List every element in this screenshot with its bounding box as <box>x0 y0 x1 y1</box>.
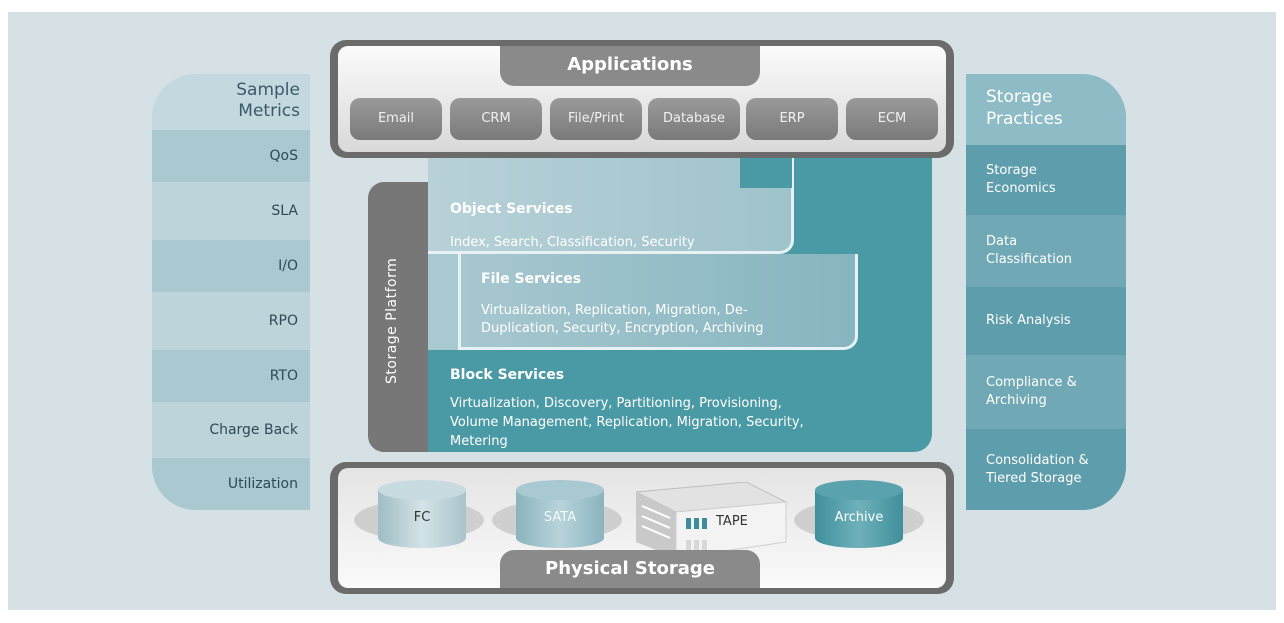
metric-utilization: Utilization <box>152 458 310 510</box>
object-services-extension <box>428 254 458 350</box>
practice-line: Consolidation & <box>986 452 1089 468</box>
practice-line: Storage <box>986 163 1037 178</box>
metric-label: I/O <box>278 258 298 274</box>
block-services-desc-line3: Metering <box>450 434 508 449</box>
file-services-panel <box>458 254 858 350</box>
metric-label: Charge Back <box>209 422 298 438</box>
practice-line: Tiered Storage <box>986 470 1082 486</box>
applications-title: Applications <box>500 46 760 86</box>
metric-label: Utilization <box>227 476 298 492</box>
storage-platform-label: Storage Platform <box>384 257 400 385</box>
fc-disk-icon: FC <box>378 480 466 558</box>
practice-line: Risk Analysis <box>986 313 1071 328</box>
tape-label: TAPE <box>716 514 748 529</box>
practice-line: Data <box>986 234 1018 249</box>
sample-metrics-column: Sample Metrics QoS SLA I/O RPO RTO Charg… <box>152 74 310 510</box>
object-services-desc: Index, Search, Classification, Security <box>450 235 695 250</box>
tape-library-graphic <box>634 481 788 559</box>
storage-practices-title-line1: Storage <box>986 87 1053 107</box>
practice-line: Economics <box>986 181 1056 196</box>
app-email: Email <box>350 98 442 140</box>
block-services-title: Block Services <box>450 367 565 383</box>
fc-disk-top <box>378 480 466 500</box>
app-erp: ERP <box>746 98 838 140</box>
metric-rpo: RPO <box>152 292 310 350</box>
object-services-panel <box>428 158 794 254</box>
practice-risk-analysis: Risk Analysis <box>966 287 1126 355</box>
app-file-print: File/Print <box>550 98 642 140</box>
practice-consolidation-tiered: Consolidation & Tiered Storage <box>966 429 1126 510</box>
storage-practices-title: Storage Practices <box>966 74 1126 145</box>
sample-metrics-title-line2: Metrics <box>238 101 300 121</box>
sata-disk-top <box>516 480 604 500</box>
file-services-desc-line1: Virtualization, Replication, Migration, … <box>481 303 748 318</box>
block-services-connector <box>740 158 792 188</box>
metric-charge-back: Charge Back <box>152 402 310 458</box>
practice-line: Classification <box>986 252 1073 267</box>
file-services-desc-line2: Duplication, Security, Encryption, Archi… <box>481 321 764 336</box>
sata-disk-icon: SATA <box>516 480 604 558</box>
physical-storage-title: Physical Storage <box>500 550 760 588</box>
object-services-title: Object Services <box>450 201 573 217</box>
archive-disk-icon: Archive <box>815 480 903 558</box>
practice-line: Archiving <box>986 393 1047 408</box>
storage-platform-bar <box>368 182 428 452</box>
metric-io: I/O <box>152 240 310 292</box>
app-database: Database <box>648 98 740 140</box>
archive-label: Archive <box>834 510 884 525</box>
metric-label: SLA <box>271 203 298 219</box>
storage-practices-title-line2: Practices <box>986 109 1063 129</box>
practice-line: Compliance & <box>986 375 1077 390</box>
sample-metrics-title-line1: Sample <box>236 80 300 100</box>
app-crm: CRM <box>450 98 542 140</box>
practice-compliance-archiving: Compliance & Archiving <box>966 355 1126 429</box>
sata-label: SATA <box>543 510 577 525</box>
metric-label: RPO <box>268 313 298 329</box>
fc-label: FC <box>413 510 431 525</box>
metric-label: QoS <box>269 148 298 164</box>
block-services-desc-line2: Volume Management, Replication, Migratio… <box>450 415 804 430</box>
metric-qos: QoS <box>152 130 310 182</box>
sample-metrics-title: Sample Metrics <box>152 74 310 130</box>
metric-sla: SLA <box>152 182 310 240</box>
block-services-desc-line1: Virtualization, Discovery, Partitioning,… <box>450 396 782 411</box>
tape-library-icon: TAPE <box>634 481 796 559</box>
app-ecm: ECM <box>846 98 938 140</box>
file-services-title: File Services <box>481 271 582 287</box>
metric-rto: RTO <box>152 350 310 402</box>
archive-disk-top <box>815 480 903 500</box>
metric-label: RTO <box>269 368 298 384</box>
